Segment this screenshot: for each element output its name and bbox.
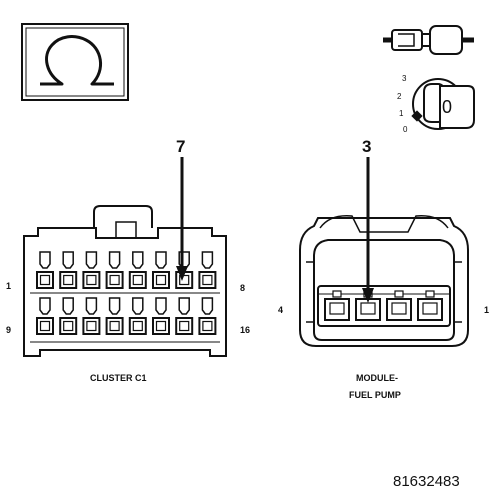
key-position-2: 2 [397, 92, 402, 101]
cluster-cavity-12 [105, 297, 124, 335]
ohm-symbol-inner-shadow [25, 27, 125, 97]
cluster-cavity-11 [82, 297, 101, 335]
cluster-cavity-8 [198, 251, 217, 289]
pin-label-4: 4 [278, 305, 283, 315]
cluster-cavity-9 [36, 297, 54, 335]
fuel-pump-title-line1: MODULE- [356, 373, 398, 383]
cluster-cavity-2 [59, 251, 78, 289]
ignition-symbol: 3 2 1 0 0 [383, 25, 475, 134]
pin-label-fp-1: 1 [484, 305, 489, 315]
cluster-cavity-13 [128, 297, 147, 335]
cluster-cavity-6 [152, 251, 170, 289]
pump-terminals [324, 290, 443, 321]
ignition-key-icon [411, 78, 475, 130]
pin-label-16: 16 [240, 325, 250, 335]
probe-label-7: 7 [176, 137, 185, 156]
cluster-cavity-4 [105, 251, 124, 289]
pump-cavity-1 [324, 290, 350, 321]
key-icon [383, 25, 474, 55]
probe-arrow-7 [176, 266, 188, 281]
pin-label-9: 9 [6, 325, 11, 335]
cluster-cavity-1 [36, 251, 54, 289]
cluster-c1-connector: 7 1 8 9 16 CLUSTER C1 [6, 137, 250, 383]
ohmmeter-symbol [21, 23, 129, 101]
cluster-cavity-5 [128, 251, 147, 289]
pin-label-1: 1 [6, 281, 11, 291]
key-face-label: 0 [442, 97, 452, 117]
probe-label-3: 3 [362, 137, 371, 156]
key-position-3: 3 [402, 74, 407, 83]
cluster-terminals [36, 251, 217, 335]
cluster-cavity-14 [152, 297, 170, 335]
figure-number: 81632483 [393, 473, 460, 490]
cluster-cavity-16 [198, 297, 217, 335]
pin-label-8: 8 [240, 283, 245, 293]
fuel-pump-title-line2: FUEL PUMP [349, 390, 401, 400]
key-position-1: 1 [399, 109, 404, 118]
ohm-symbol-icon [40, 35, 114, 86]
key-position-0: 0 [403, 125, 408, 134]
cluster-cavity-3 [82, 251, 101, 289]
cluster-c1-title: CLUSTER C1 [90, 373, 147, 383]
probe-arrow-3 [362, 288, 374, 303]
cluster-cavity-10 [59, 297, 78, 335]
pump-cavity-4 [417, 290, 443, 321]
cluster-cavity-15 [175, 297, 194, 335]
fuel-pump-connector: 3 4 1 MODULE- FUEL PUMP [278, 137, 489, 400]
pump-cavity-3 [386, 290, 412, 321]
